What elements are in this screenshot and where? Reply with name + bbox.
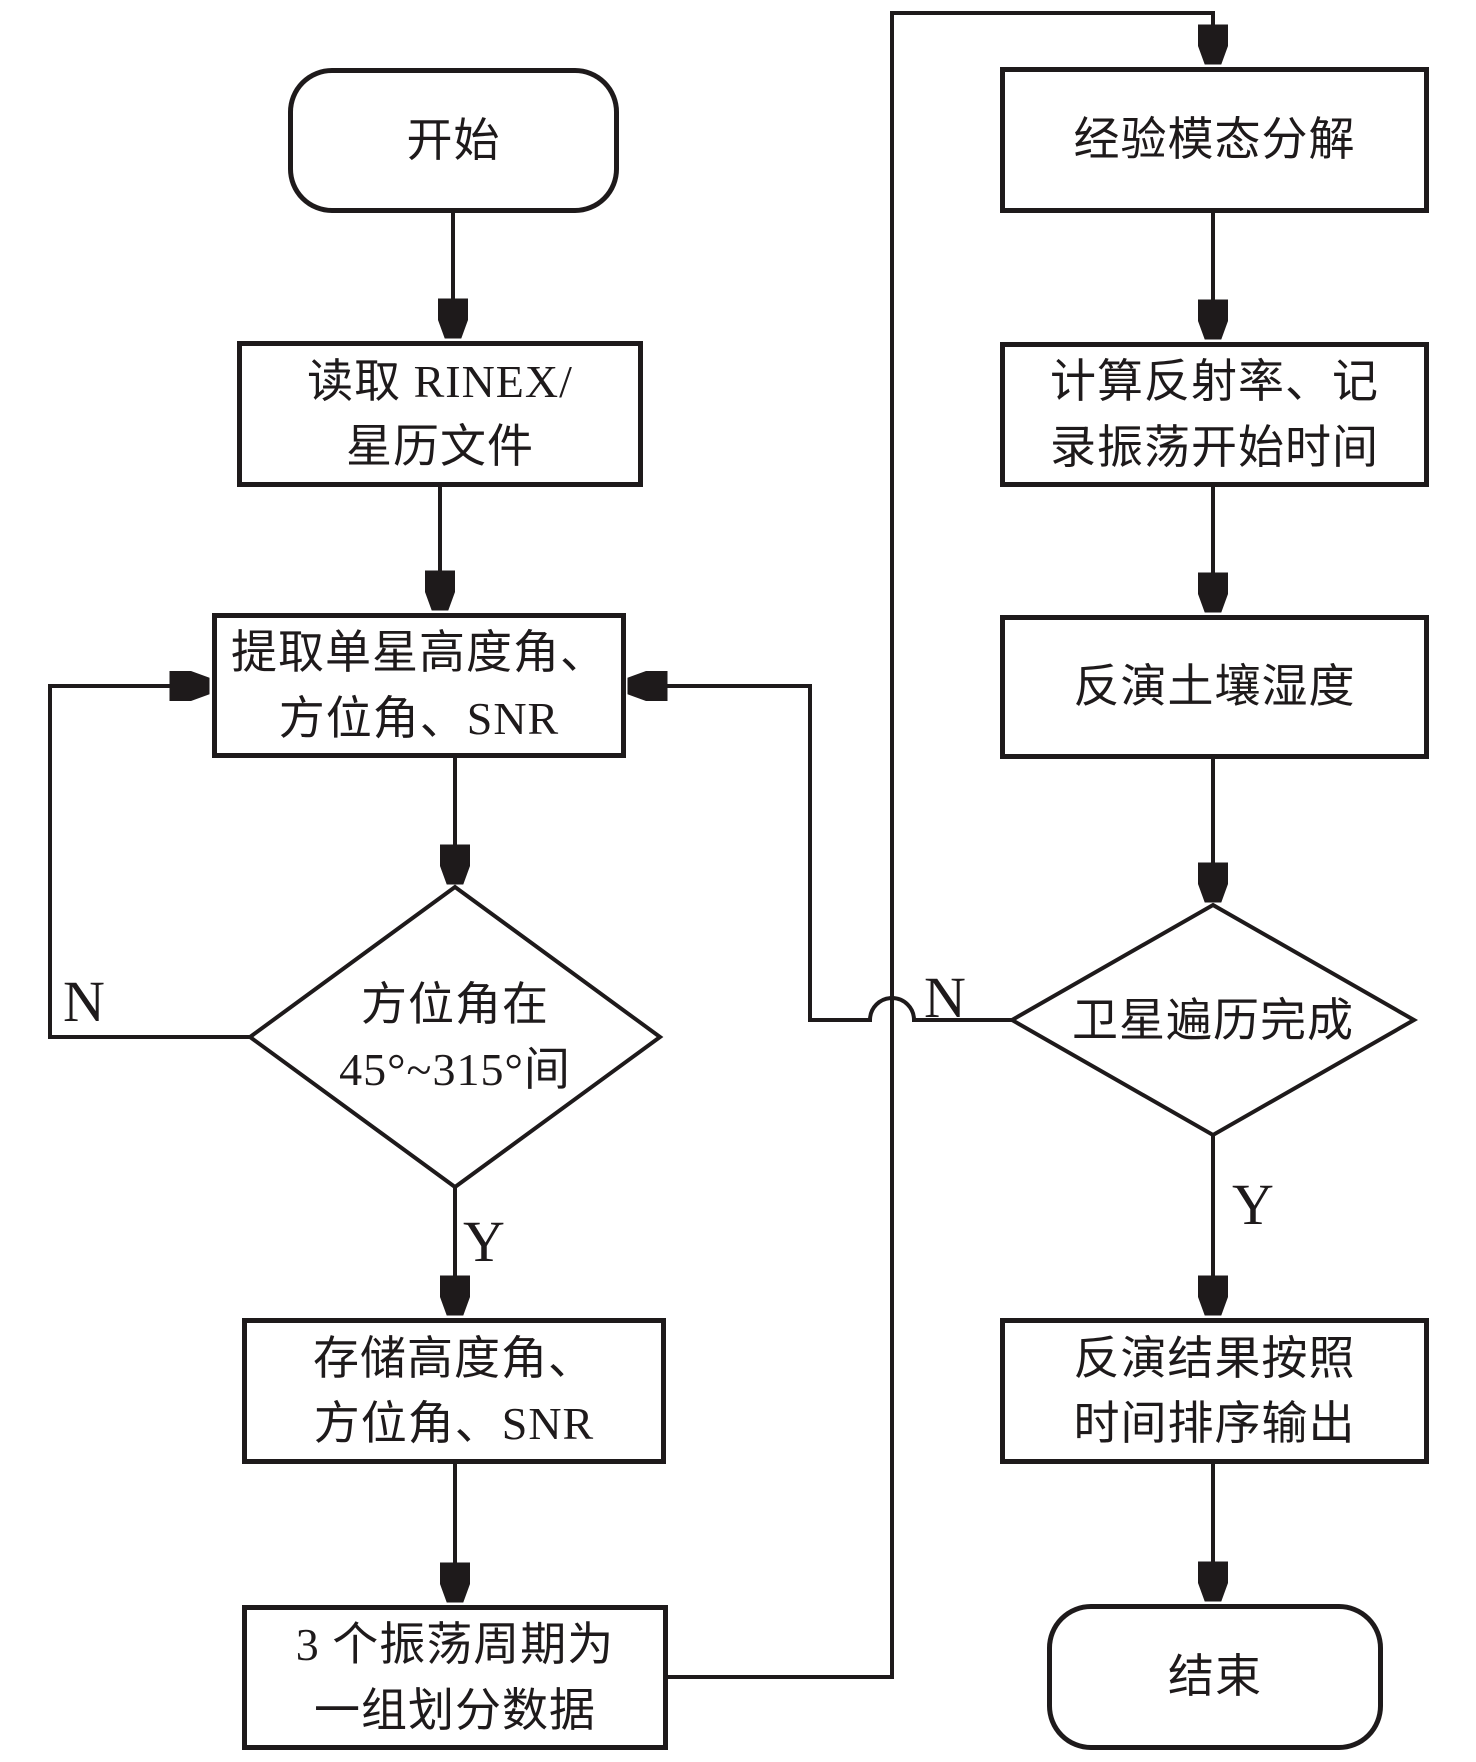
node-end: 结束 (1047, 1604, 1383, 1750)
node-satellite-check-label: 卫星遍历完成 (1072, 995, 1354, 1047)
satellite-decision-diamond (1007, 902, 1419, 1138)
node-output-sorted-results: 反演结果按照 时间排序输出 (1000, 1318, 1429, 1464)
node-invert-soil-moisture: 反演土壤湿度 (1000, 615, 1429, 759)
node-read-rinex: 读取 RINEX/ 星历文件 (237, 341, 643, 487)
azimuth-decision-diamond (246, 884, 664, 1190)
node-compute-reflectivity: 计算反射率、记 录振荡开始时间 (1000, 342, 1429, 487)
node-start: 开始 (288, 68, 619, 213)
label-satellite-yes: Y (1232, 1172, 1274, 1237)
node-extract-elevation-azimuth-snr: 提取单星高度角、 方位角、SNR (212, 613, 626, 758)
node-group-oscillation-periods: 3 个振荡周期为 一组划分数据 (242, 1605, 668, 1750)
label-azimuth-no: N (63, 969, 105, 1034)
label-azimuth-yes: Y (463, 1209, 505, 1274)
node-azimuth-check-label: 方位角在 45°~315°间 (339, 978, 571, 1095)
edge-group-emd (667, 11, 1213, 1679)
label-satellite-no: N (924, 965, 966, 1030)
node-empirical-mode-decomposition: 经验模态分解 (1000, 67, 1429, 213)
edge-azimuthcheck-extract-no (48, 686, 250, 1039)
edge-satellitecheck-extract-no (629, 686, 1012, 1022)
node-store-angles-snr: 存储高度角、 方位角、SNR (242, 1318, 666, 1464)
